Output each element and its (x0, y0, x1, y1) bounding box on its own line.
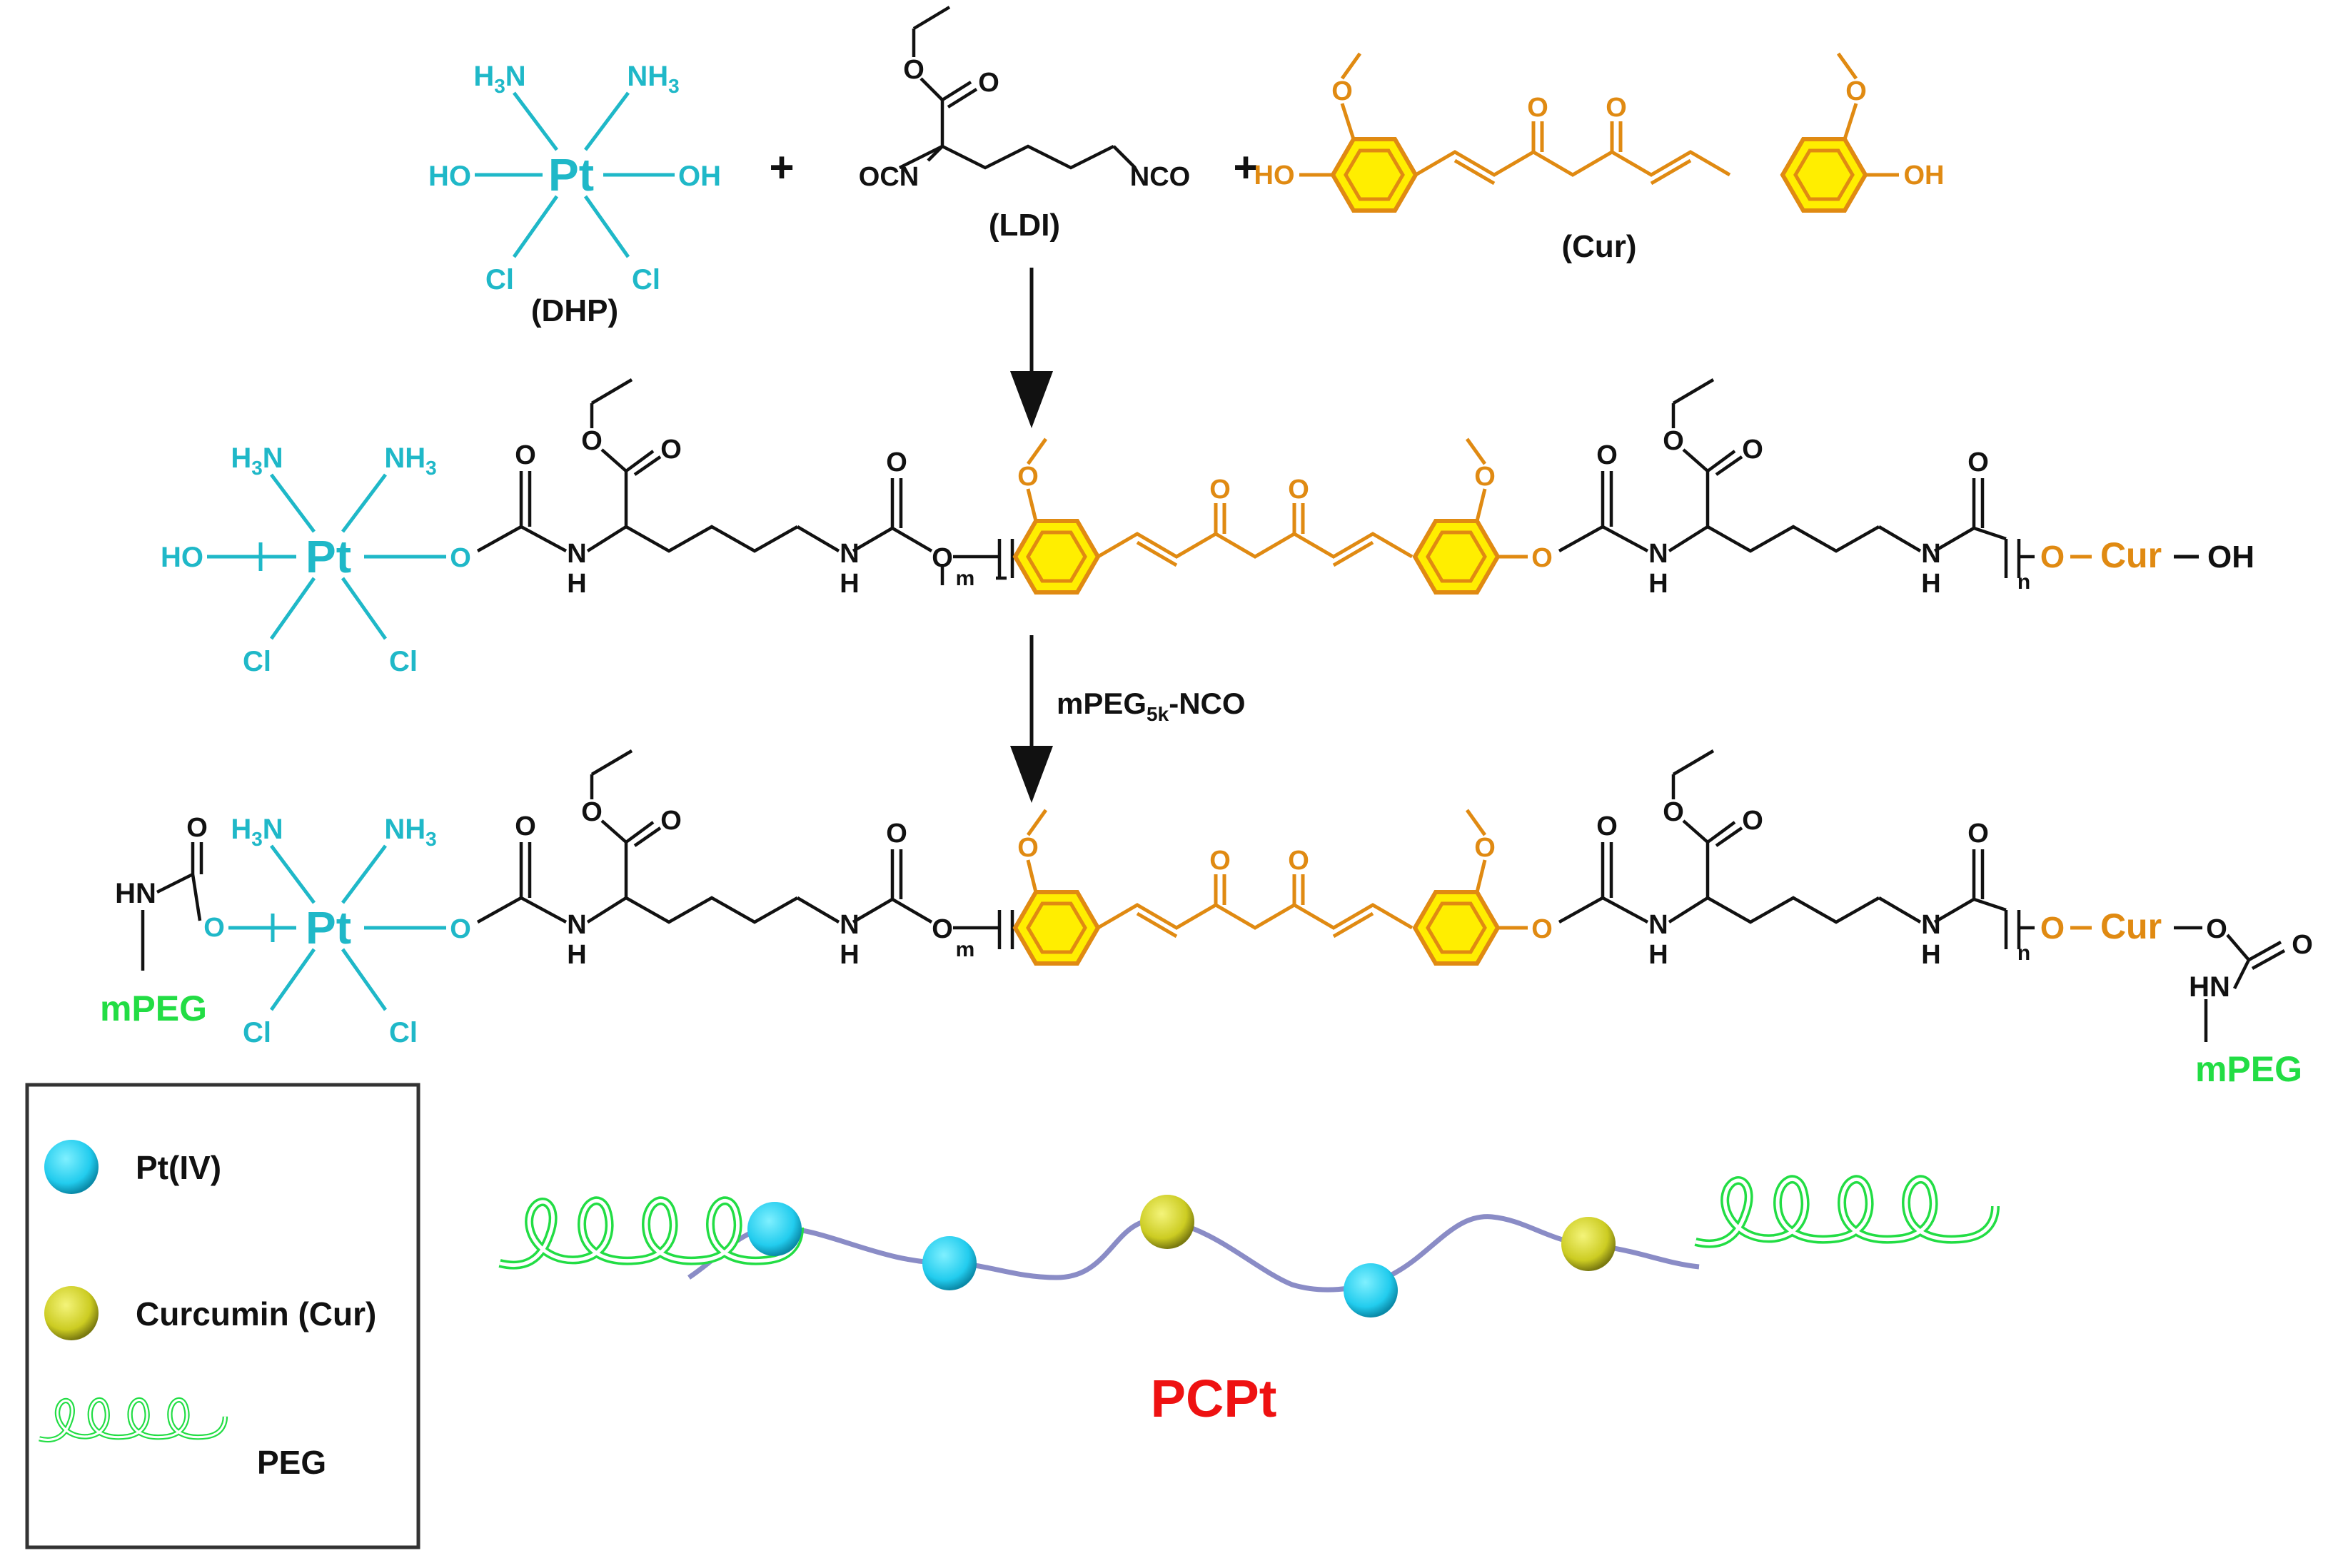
pt-bead (922, 1236, 977, 1290)
svg-text:n: n (2017, 570, 2030, 594)
polymer-structure: HO O O O m O O O (161, 380, 2254, 677)
svg-text:O: O (2206, 914, 2227, 944)
cur-label: (Cur) (1561, 229, 1636, 264)
plus-sign: + (769, 143, 794, 191)
svg-text:O: O (1474, 833, 1496, 863)
svg-text:O: O (1017, 833, 1039, 863)
reagent-label: mPEG5k-NCO (1057, 687, 1246, 725)
svg-text:O: O (1017, 462, 1039, 492)
legend-cur-label: Curcumin (Cur) (136, 1295, 376, 1332)
dhp-structure: HO OH (DHP) (428, 61, 721, 328)
peg-coil-right (1695, 1179, 1995, 1243)
svg-text:O: O (2292, 930, 2313, 960)
svg-text:O: O (978, 68, 999, 98)
svg-text:n: n (2017, 941, 2030, 965)
dhp-label: (DHP) (531, 293, 618, 328)
svg-text:O: O (932, 543, 953, 573)
legend-pt-label: Pt(IV) (136, 1149, 221, 1186)
svg-text:O: O (1531, 914, 1553, 944)
svg-text:O: O (932, 914, 953, 944)
svg-text:OH: OH (1904, 161, 1945, 191)
legend-pt-bead (44, 1140, 99, 1194)
svg-text:O: O (1967, 819, 1989, 849)
pt-bead (747, 1202, 802, 1256)
svg-text:HN: HN (2189, 971, 2230, 1003)
svg-text:HO: HO (428, 161, 471, 192)
svg-text:O: O (1531, 543, 1553, 573)
pt-bead (1344, 1263, 1398, 1317)
mpeg-right: mPEG (2195, 1049, 2302, 1089)
svg-text:OH: OH (2207, 540, 2254, 575)
svg-text:OCN: OCN (859, 162, 919, 192)
ldi-structure: O O OCN NCO (LDI) (859, 6, 1190, 243)
svg-text:O: O (2040, 540, 2065, 575)
svg-text:OH: OH (678, 161, 721, 192)
pcpt-title: PCPt (1151, 1369, 1277, 1428)
curcumin-structure: O O HO OH (Cur) (1254, 52, 1945, 264)
cur-bead (1140, 1195, 1194, 1249)
svg-text:O: O (203, 913, 225, 943)
plus-sign-2: + (1233, 143, 1258, 191)
reaction-arrow-1 (1010, 268, 1053, 428)
cur-abbrev: Cur (2100, 535, 2162, 575)
ldi-label: (LDI) (989, 208, 1060, 243)
mpeg-left: mPEG (100, 988, 207, 1028)
svg-text:O: O (450, 914, 471, 944)
svg-text:O: O (1845, 76, 1867, 106)
svg-text:O: O (2040, 911, 2065, 946)
svg-text:HN: HN (115, 878, 156, 909)
product-structure: HN O O mPEG O O O m (100, 751, 2313, 1089)
svg-text:Cur: Cur (2100, 906, 2162, 946)
svg-text:m: m (956, 938, 975, 961)
svg-text:O: O (886, 819, 907, 849)
svg-text:O: O (903, 55, 924, 85)
legend-peg-label: PEG (257, 1444, 326, 1481)
svg-text:O: O (1967, 447, 1989, 477)
cur-bead (1561, 1217, 1616, 1271)
svg-text:O: O (450, 543, 471, 573)
svg-text:O: O (1331, 76, 1353, 106)
legend-cur-bead (44, 1286, 99, 1340)
svg-text:HO: HO (1254, 161, 1295, 191)
svg-text:m: m (956, 567, 975, 590)
svg-text:O: O (1474, 462, 1496, 492)
svg-text:O: O (186, 813, 208, 843)
svg-text:NCO: NCO (1130, 162, 1190, 192)
svg-text:O: O (886, 447, 907, 477)
polymer-chain (687, 1214, 1700, 1293)
reaction-arrow-2: mPEG5k-NCO (1010, 635, 1246, 803)
svg-text:HO: HO (161, 542, 203, 573)
legend: Pt(IV) Curcumin (Cur) PEG (25, 1083, 420, 1549)
pcpt-cartoon: PCPt (500, 1179, 1995, 1428)
